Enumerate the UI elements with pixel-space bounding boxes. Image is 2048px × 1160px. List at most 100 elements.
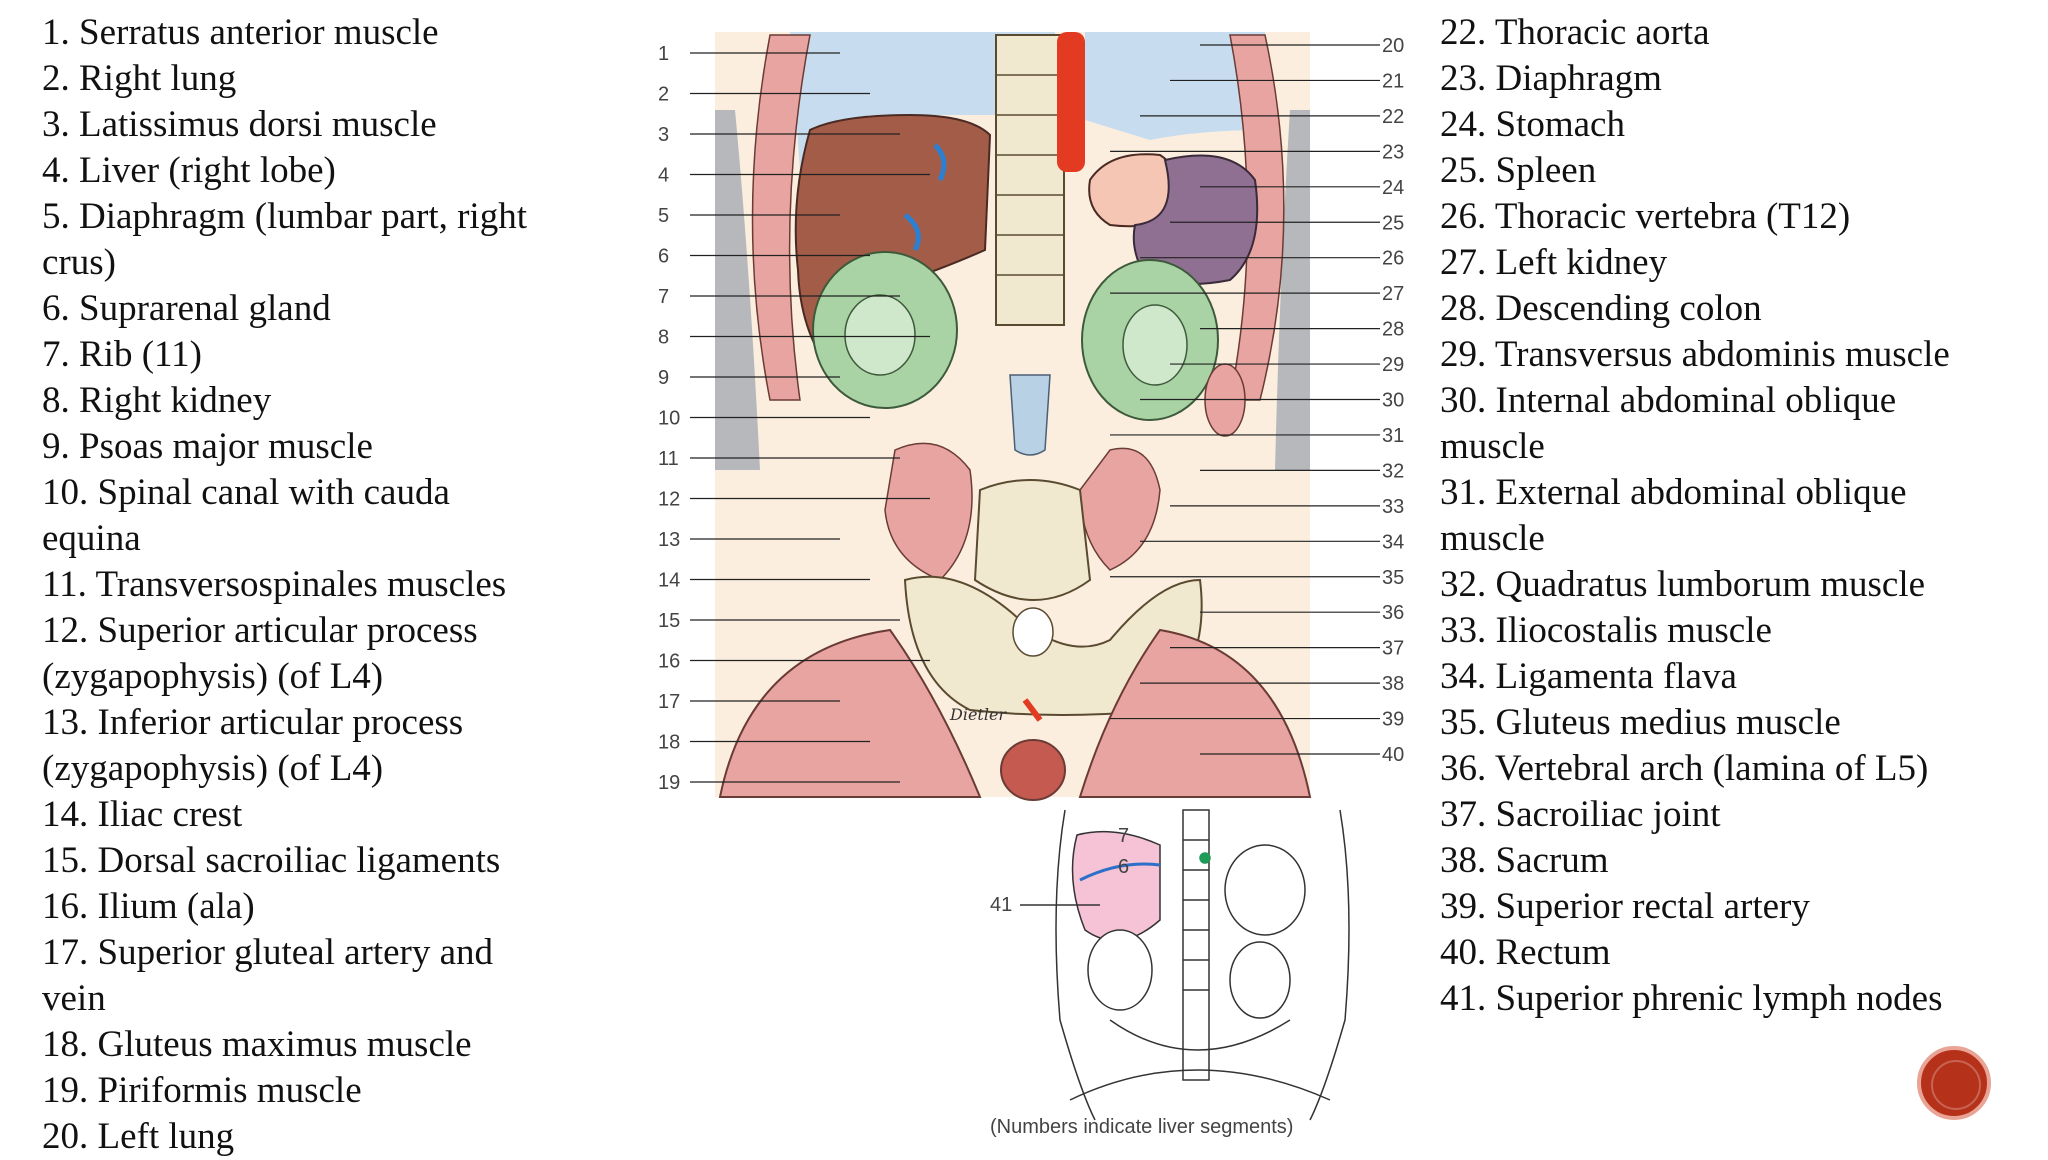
legend-left-item: 3. Latissimus dorsi muscle — [42, 104, 437, 145]
callout-number-24: 24 — [1382, 177, 1404, 199]
callout-number-23: 23 — [1382, 141, 1404, 163]
legend-right-item: 24. Stomach — [1440, 104, 1625, 145]
legend-right-item: 26. Thoracic vertebra (T12) — [1440, 196, 1851, 237]
callout-number-11: 11 — [658, 448, 679, 470]
callout-number-5: 5 — [658, 205, 669, 227]
callout-number-34: 34 — [1382, 531, 1404, 553]
legend-right-item: 40. Rectum — [1440, 932, 1611, 973]
legend-left-item: 10. Spinal canal with cauda — [42, 472, 450, 513]
callout-number-21: 21 — [1382, 70, 1404, 92]
callout-number-10: 10 — [658, 408, 680, 430]
callout-number-28: 28 — [1382, 319, 1404, 341]
legend-left-item: equina — [42, 518, 141, 559]
legend-left-item: 18. Gluteus maximus muscle — [42, 1024, 472, 1065]
legend-right-item: 30. Internal abdominal oblique — [1440, 380, 1897, 421]
lymph-node-marker — [1199, 852, 1211, 864]
legend-left-item: 6. Suprarenal gland — [42, 288, 331, 329]
segment-label-7: 7 — [1118, 825, 1129, 847]
legend-left-item: 1. Serratus anterior muscle — [42, 12, 439, 53]
callout-number-7: 7 — [658, 286, 669, 308]
callout-number-25: 25 — [1382, 212, 1404, 234]
legend-right-item: 34. Ligamenta flava — [1440, 656, 1737, 697]
left-lung-shape — [1085, 32, 1265, 140]
callout-number-4: 4 — [658, 165, 669, 187]
callout-number-40: 40 — [1382, 744, 1404, 766]
next-slide-button[interactable] — [1917, 1046, 1991, 1120]
legend-right-item: muscle — [1440, 518, 1545, 559]
callout-number-20: 20 — [1382, 35, 1404, 57]
aorta-shape — [1057, 32, 1085, 172]
legend-left-item: 16. Ilium (ala) — [42, 886, 255, 927]
vertebral-arch-shape — [973, 479, 1092, 601]
legend-left-item: (zygapophysis) (of L4) — [42, 748, 384, 789]
rectum-shape — [1000, 739, 1066, 801]
inset-liver-shape — [1071, 830, 1161, 942]
segment-label-6: 6 — [1118, 856, 1129, 878]
legend-left-item: 8. Right kidney — [42, 380, 272, 421]
legend-right-item: 32. Quadratus lumborum muscle — [1440, 564, 1926, 605]
legend-right-item: 27. Left kidney — [1440, 242, 1668, 283]
legend-left-item: 15. Dorsal sacroiliac ligaments — [42, 840, 501, 881]
callout-number-39: 39 — [1382, 709, 1404, 731]
spleen-shape — [1132, 154, 1259, 285]
legend-left-item: 4. Liver (right lobe) — [42, 150, 336, 191]
legend-right-item: 29. Transversus abdominis muscle — [1440, 334, 1950, 375]
legend-left-item: 20. Left lung — [42, 1116, 235, 1157]
legend-right-item: 35. Gluteus medius muscle — [1440, 702, 1841, 743]
callout-number-14: 14 — [658, 570, 680, 592]
diagram-caption: (Numbers indicate liver segments) — [990, 1116, 1294, 1138]
legend-left-item: vein — [42, 978, 106, 1019]
legend-right-item: 38. Sacrum — [1440, 840, 1609, 881]
callout-number-12: 12 — [658, 489, 680, 511]
legend-left-item: 14. Iliac crest — [42, 794, 243, 835]
legend-right-item: 39. Superior rectal artery — [1440, 886, 1810, 927]
callout-number-8: 8 — [658, 327, 669, 349]
inset-callout-41: 41 — [990, 894, 1012, 916]
right-callouts: 2021222324252627282930313233343536373839… — [1110, 35, 1404, 766]
legend-right-item: 36. Vertebral arch (lamina of L5) — [1440, 748, 1929, 789]
legend-left-item: 7. Rib (11) — [42, 334, 202, 375]
legend-left-item: 5. Diaphragm (lumbar part, right — [42, 196, 527, 237]
callout-number-3: 3 — [658, 124, 669, 146]
legend-left-item: 19. Piriformis muscle — [42, 1070, 362, 1111]
callout-number-19: 19 — [658, 772, 680, 794]
legend-right-item: 28. Descending colon — [1440, 288, 1762, 329]
callout-number-35: 35 — [1382, 567, 1404, 589]
legend-left-item: crus) — [42, 242, 116, 283]
callout-number-16: 16 — [658, 651, 680, 673]
callout-number-15: 15 — [658, 610, 680, 632]
callout-number-1: 1 — [658, 43, 669, 65]
callout-number-37: 37 — [1382, 638, 1404, 660]
legend-left-item: 13. Inferior articular process — [42, 702, 464, 743]
legend-left-item: 12. Superior articular process — [42, 610, 478, 651]
callout-number-33: 33 — [1382, 496, 1404, 518]
legend-left-item: 11. Transversospinales muscles — [42, 564, 507, 605]
callout-number-29: 29 — [1382, 354, 1404, 376]
legend-right-item: 37. Sacroiliac joint — [1440, 794, 1721, 835]
callout-number-13: 13 — [658, 529, 680, 551]
callout-number-30: 30 — [1382, 390, 1404, 412]
legend-left-item: 9. Psoas major muscle — [42, 426, 373, 467]
callout-number-26: 26 — [1382, 248, 1404, 270]
inset-diagram — [1020, 809, 1350, 1121]
legend-left-item: 17. Superior gluteal artery and — [42, 932, 494, 973]
legend-right-item: 31. External abdominal oblique — [1440, 472, 1907, 513]
legend-right-item: muscle — [1440, 426, 1545, 467]
callout-number-31: 31 — [1382, 425, 1404, 447]
callout-number-38: 38 — [1382, 673, 1404, 695]
callout-number-22: 22 — [1382, 106, 1404, 128]
legend-right-item: 33. Iliocostalis muscle — [1440, 610, 1772, 651]
callout-number-32: 32 — [1382, 460, 1404, 482]
gluteus-maximus-shape — [718, 628, 982, 798]
button-ring-icon — [1931, 1060, 1981, 1110]
callout-number-36: 36 — [1382, 602, 1404, 624]
callout-number-17: 17 — [658, 691, 680, 713]
legend-right-item: 23. Diaphragm — [1440, 58, 1662, 99]
legend-right-item: 41. Superior phrenic lymph nodes — [1440, 978, 1943, 1019]
legend-left-item: (zygapophysis) (of L4) — [42, 656, 384, 697]
callout-number-9: 9 — [658, 367, 669, 389]
callout-number-6: 6 — [658, 246, 669, 268]
